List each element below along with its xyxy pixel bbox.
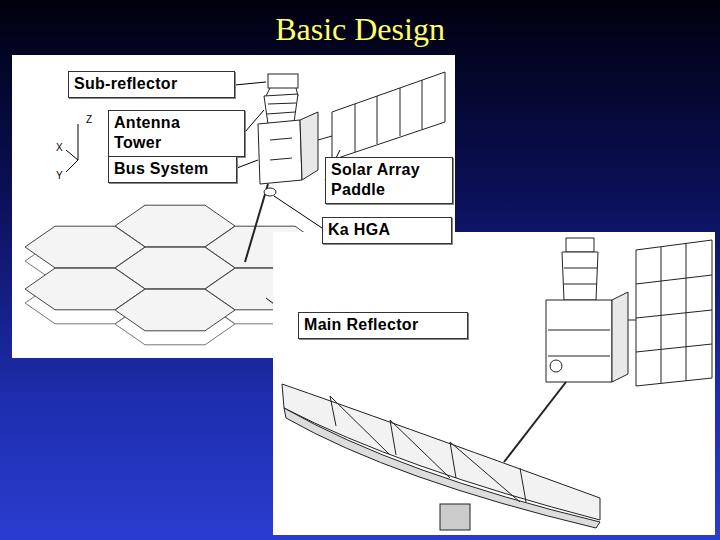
callout-box: Solar Array Paddle (325, 157, 453, 204)
axis-label: X (56, 142, 63, 154)
reflector-panel (115, 289, 235, 331)
callout-label: Ka HGA (328, 220, 390, 240)
callout-label: Antenna Tower (114, 113, 209, 153)
callout-box: Bus System (108, 156, 237, 183)
callout-box: Antenna Tower (108, 110, 245, 157)
callout-box: Sub-reflector (68, 71, 235, 98)
callout-label: Sub-reflector (74, 74, 177, 94)
right-panel (273, 232, 715, 535)
callout-label: Main Reflector (304, 315, 418, 335)
spacecraft-right (282, 238, 712, 530)
slide-title: Basic Design (0, 10, 720, 48)
axis-label: Y (56, 170, 63, 182)
axis-label: Z (86, 114, 92, 126)
callout-label: Bus System (114, 159, 209, 179)
callout-box: Main Reflector (298, 312, 468, 339)
callout-box: Ka HGA (322, 217, 452, 244)
callout-label: Solar Array Paddle (331, 160, 446, 200)
axis-triad (66, 124, 78, 172)
